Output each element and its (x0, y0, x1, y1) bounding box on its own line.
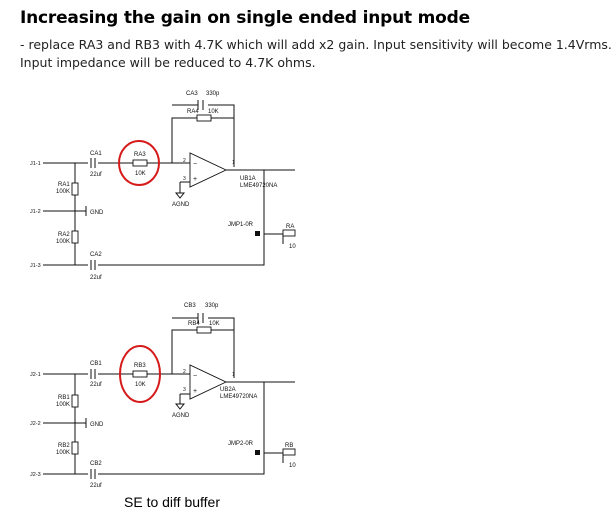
opamp-b-pin-plus: 3 (183, 387, 186, 393)
agnd-label-b: AGND (172, 413, 190, 419)
agnd-symbol-a (174, 192, 186, 199)
opamp-b-pin-minus: 2 (183, 369, 186, 375)
ra4-value: 10K (208, 109, 219, 115)
opamp-plus-sign: + (193, 176, 197, 183)
ub2a-part: LME49720NA (220, 394, 257, 400)
diagram-caption: SE to diff buffer (124, 494, 220, 510)
j1-1-label: J1-1 (30, 161, 41, 167)
rb4-label: RB4 (188, 321, 200, 327)
left-rail-a (74, 163, 86, 265)
rb1-label: RB1 (58, 395, 70, 401)
opamp-b-plus-sign: + (193, 388, 197, 395)
cb1-label: CB1 (90, 361, 102, 367)
page-heading: Increasing the gain on single ended inpu… (20, 8, 470, 28)
input-wire-a (43, 158, 190, 164)
opamp-ub1a (189, 152, 228, 188)
rb4-value: 10K (209, 321, 220, 327)
opamp-pin-plus: 3 (183, 176, 186, 182)
ra4-label: RA4 (187, 109, 199, 115)
rb1-value: 100K (56, 402, 70, 408)
cb3-value: 330p (205, 303, 219, 309)
ca2-value: 22uf (90, 275, 102, 281)
j1-2-label: J1-2 (30, 209, 41, 215)
ca3-label: CA3 (186, 91, 198, 97)
ra1-value: 100K (56, 189, 70, 195)
edge-wire-a (264, 233, 284, 244)
jmp1-label: JMP1-0R (228, 222, 254, 228)
agnd-symbol-b (174, 403, 186, 410)
rb2-value: 100K (56, 450, 70, 456)
rb2-resistor (71, 441, 79, 455)
description-line-2: Input impedance will be reduced to 4.7K … (20, 55, 316, 70)
cb1-value: 22uf (90, 382, 102, 388)
gnd-label-a: GND (90, 210, 104, 216)
output-wire-a (43, 169, 295, 266)
rb1-resistor (71, 394, 79, 408)
schematic-b: CB3 330p RB4 10K CB1 22uf RB3 10K − + 2 … (30, 303, 296, 489)
ca2-label: CA2 (90, 252, 102, 258)
rb2-label: RB2 (58, 443, 70, 449)
ub1a-part: LME49720NA (240, 183, 277, 189)
jmp2-symbol (255, 450, 260, 455)
ub1a-label: UB1A (240, 176, 256, 182)
input-wire-b (43, 370, 190, 375)
rb-edge-resistor (282, 448, 296, 456)
agnd-label-a: AGND (172, 202, 190, 208)
opamp-ub2a (189, 364, 228, 400)
ra3-resistor (132, 159, 148, 167)
edge-wire-b (264, 452, 284, 463)
ra4-resistor (196, 114, 212, 122)
jmp1-symbol (255, 231, 260, 236)
ca1-label: CA1 (90, 151, 102, 157)
ra-edge-value: 10 (289, 244, 296, 250)
ra3-label: RA3 (134, 152, 146, 158)
ra3-highlight-circle (118, 140, 160, 186)
cb2-value: 22uf (90, 483, 102, 489)
schematic-a: CA3 330p RA4 10K CA1 22uf RA3 10K − + 2 … (30, 91, 296, 281)
ca1-value: 22uf (90, 172, 102, 178)
ra1-label: RA1 (58, 182, 70, 188)
opamp-b-minus-sign: − (193, 373, 197, 380)
rb3-value: 10K (135, 382, 146, 388)
ra3-value: 10K (135, 171, 146, 177)
rb3-resistor (132, 370, 148, 378)
rb-edge-label: RB (285, 443, 293, 449)
ra2-label: RA2 (58, 232, 70, 238)
rb4-resistor (196, 326, 212, 334)
ca3-value: 330p (206, 91, 220, 97)
ra-edge-resistor (282, 229, 296, 237)
cb3-label: CB3 (184, 303, 196, 309)
feedback-wire-a (171, 104, 235, 167)
j2-3-label: J2-3 (30, 472, 41, 478)
rb3-highlight-circle (119, 345, 161, 403)
cb2-gap (88, 471, 98, 477)
ra1-resistor (71, 182, 79, 196)
opamp-minus-sign: − (193, 161, 197, 168)
opamp-pin-minus: 2 (183, 158, 186, 164)
ra-edge-label: RA (286, 224, 294, 230)
ub2a-label: UB2A (220, 387, 236, 393)
opamp-b-pin-out: 1 (232, 372, 235, 378)
j2-1-label: J2-1 (30, 372, 41, 378)
rb3-label: RB3 (134, 363, 146, 369)
jmp2-label: JMP2-0R (228, 441, 254, 447)
description-line-1: - replace RA3 and RB3 with 4.7K which wi… (20, 37, 612, 52)
rb-edge-value: 10 (289, 463, 296, 469)
ca2-gap (88, 262, 98, 268)
ra2-resistor (71, 230, 79, 244)
ra2-value: 100K (56, 239, 70, 245)
j2-2-label: J2-2 (30, 421, 41, 427)
gnd-label-b: GND (90, 422, 104, 428)
output-wire-b (43, 381, 295, 475)
j1-3-label: J1-3 (30, 263, 41, 269)
cb2-label: CB2 (90, 461, 102, 467)
opamp-pin-out: 1 (232, 160, 235, 166)
left-rail-b (74, 374, 86, 474)
